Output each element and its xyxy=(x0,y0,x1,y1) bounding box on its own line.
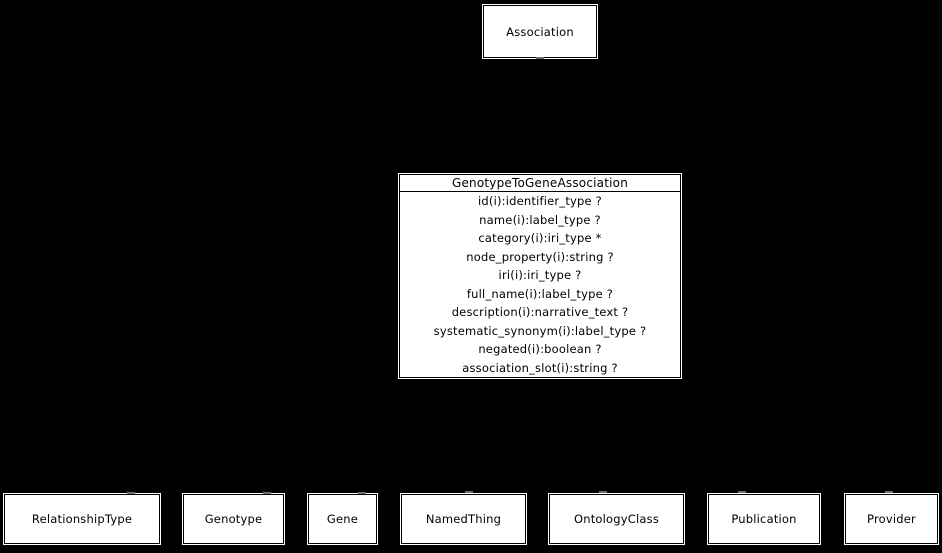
class-title: GenotypeToGeneAssociation xyxy=(400,175,680,192)
edge-arrowhead-tip xyxy=(465,491,473,493)
class-box-ontology-class[interactable]: OntologyClass xyxy=(549,494,684,544)
edge-arrowhead-tip xyxy=(127,492,135,494)
edge-arrowhead-tip xyxy=(263,492,271,494)
attribute-association-slot: association_slot(i):string ? xyxy=(462,360,618,375)
class-box-gene[interactable]: Gene xyxy=(308,494,377,544)
attribute-category: category(i):iri_type * xyxy=(478,231,602,246)
attribute-name: name(i):label_type ? xyxy=(479,212,601,227)
class-label: Provider xyxy=(867,512,916,526)
attribute-full-name: full_name(i):label_type ? xyxy=(466,286,614,301)
edge-arrowhead-tip xyxy=(885,491,893,493)
class-box-publication[interactable]: Publication xyxy=(708,494,820,544)
edge-arrowhead-tip xyxy=(738,491,746,493)
attribute-id: id(i):identifier_type ? xyxy=(478,194,602,209)
edge-arrowhead-tip xyxy=(599,491,607,493)
class-label: Genotype xyxy=(204,512,263,526)
attribute-description: description(i):narrative_text ? xyxy=(451,305,629,320)
edge-arrowhead-tip xyxy=(358,492,366,494)
class-box-named-thing[interactable]: NamedThing xyxy=(401,494,526,544)
attribute-negated: negated(i):boolean ? xyxy=(478,342,602,357)
class-box-genotype-to-gene-association[interactable]: GenotypeToGeneAssociation id(i):identifi… xyxy=(399,174,681,378)
attribute-iri: iri(i):iri_type ? xyxy=(498,268,582,283)
inheritance-arrowhead-tip xyxy=(536,57,544,59)
class-box-association[interactable]: Association xyxy=(483,5,597,58)
class-label: Publication xyxy=(731,512,797,526)
attribute-node-property: node_property(i):string ? xyxy=(466,249,614,264)
class-box-relationship-type[interactable]: RelationshipType xyxy=(4,494,160,544)
class-label: OntologyClass xyxy=(573,512,660,526)
class-box-provider[interactable]: Provider xyxy=(845,494,938,544)
class-label: Association xyxy=(506,24,574,39)
attribute-compartment: id(i):identifier_type ? name(i):label_ty… xyxy=(400,192,680,377)
class-box-genotype[interactable]: Genotype xyxy=(183,494,284,544)
attribute-systematic-synonym: systematic_synonym(i):label_type ? xyxy=(433,323,647,338)
class-label: Gene xyxy=(326,512,359,526)
class-label: RelationshipType xyxy=(31,512,133,526)
class-label: NamedThing xyxy=(425,512,502,526)
